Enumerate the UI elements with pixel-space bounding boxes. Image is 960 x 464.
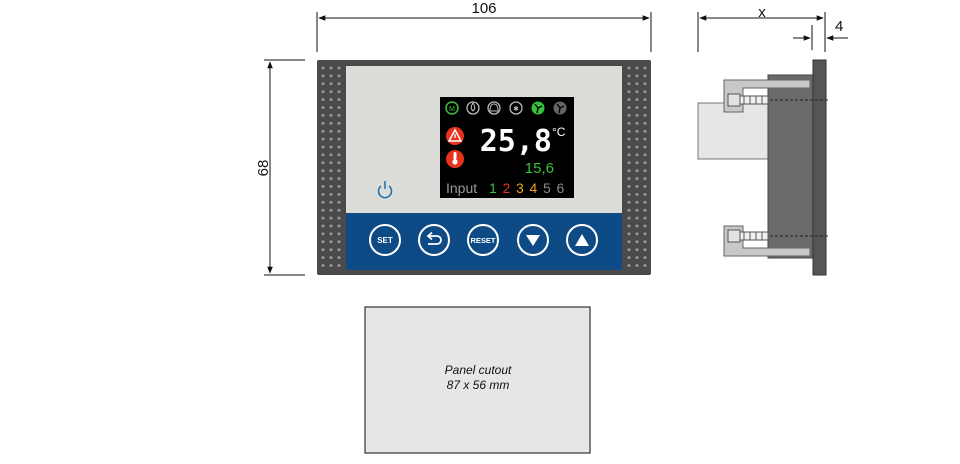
m-icon: M xyxy=(445,101,459,115)
bezel-label: 4 xyxy=(835,18,843,35)
width-label: 106 xyxy=(471,0,496,17)
right-vent-strip xyxy=(627,66,647,267)
drop-icon xyxy=(466,101,480,115)
compressor-icon: ✱ xyxy=(509,101,523,115)
secondary-value: 15,6 xyxy=(525,160,554,177)
input-2: 2 xyxy=(503,180,511,196)
panel-cutout: Panel cutout 87 x 56 mm xyxy=(364,306,591,454)
bell-icon xyxy=(487,101,501,115)
cutout-title: Panel cutout xyxy=(445,363,512,377)
svg-text:✱: ✱ xyxy=(513,105,519,113)
input-3: 3 xyxy=(516,180,524,196)
svg-text:SET: SET xyxy=(377,236,393,245)
cutout-size: 87 x 56 mm xyxy=(447,378,510,392)
unit-label: °C xyxy=(552,125,566,139)
top-bracket xyxy=(723,79,830,113)
height-dimension: 68 xyxy=(255,59,305,276)
input-5: 5 xyxy=(543,180,551,196)
height-label: 68 xyxy=(255,160,272,177)
lcd-display: M ✱ xyxy=(440,97,574,198)
warning-icon xyxy=(446,127,464,145)
left-vent-strip xyxy=(321,66,341,267)
depth-dimension: x xyxy=(697,4,826,52)
down-button[interactable] xyxy=(517,224,549,256)
input-4: 4 xyxy=(530,180,538,196)
main-value: 25,8 xyxy=(480,124,552,159)
svg-text:M: M xyxy=(449,106,455,113)
reset-button[interactable]: RESET xyxy=(467,224,499,256)
return-arrow-icon xyxy=(426,231,442,245)
up-button[interactable] xyxy=(566,224,598,256)
input-6: 6 xyxy=(557,180,565,196)
svg-text:RESET: RESET xyxy=(470,236,495,245)
bezel-dimension: 4 xyxy=(793,18,848,50)
width-dimension: 106 xyxy=(316,0,652,52)
set-button[interactable]: SET xyxy=(369,224,401,256)
power-icon[interactable] xyxy=(377,181,393,199)
back-button[interactable] xyxy=(418,224,450,256)
depth-label: x xyxy=(758,4,766,21)
up-arrow-icon xyxy=(575,234,589,246)
input-label: Input xyxy=(446,180,477,196)
fan-on-icon xyxy=(531,101,545,115)
down-arrow-icon xyxy=(526,235,540,246)
side-view: x 4 xyxy=(697,4,848,276)
bottom-bracket xyxy=(723,225,830,257)
fan-off-icon xyxy=(553,101,567,115)
thermometer-icon xyxy=(446,150,464,168)
input-1: 1 xyxy=(489,180,497,196)
front-panel: M ✱ xyxy=(317,60,651,275)
